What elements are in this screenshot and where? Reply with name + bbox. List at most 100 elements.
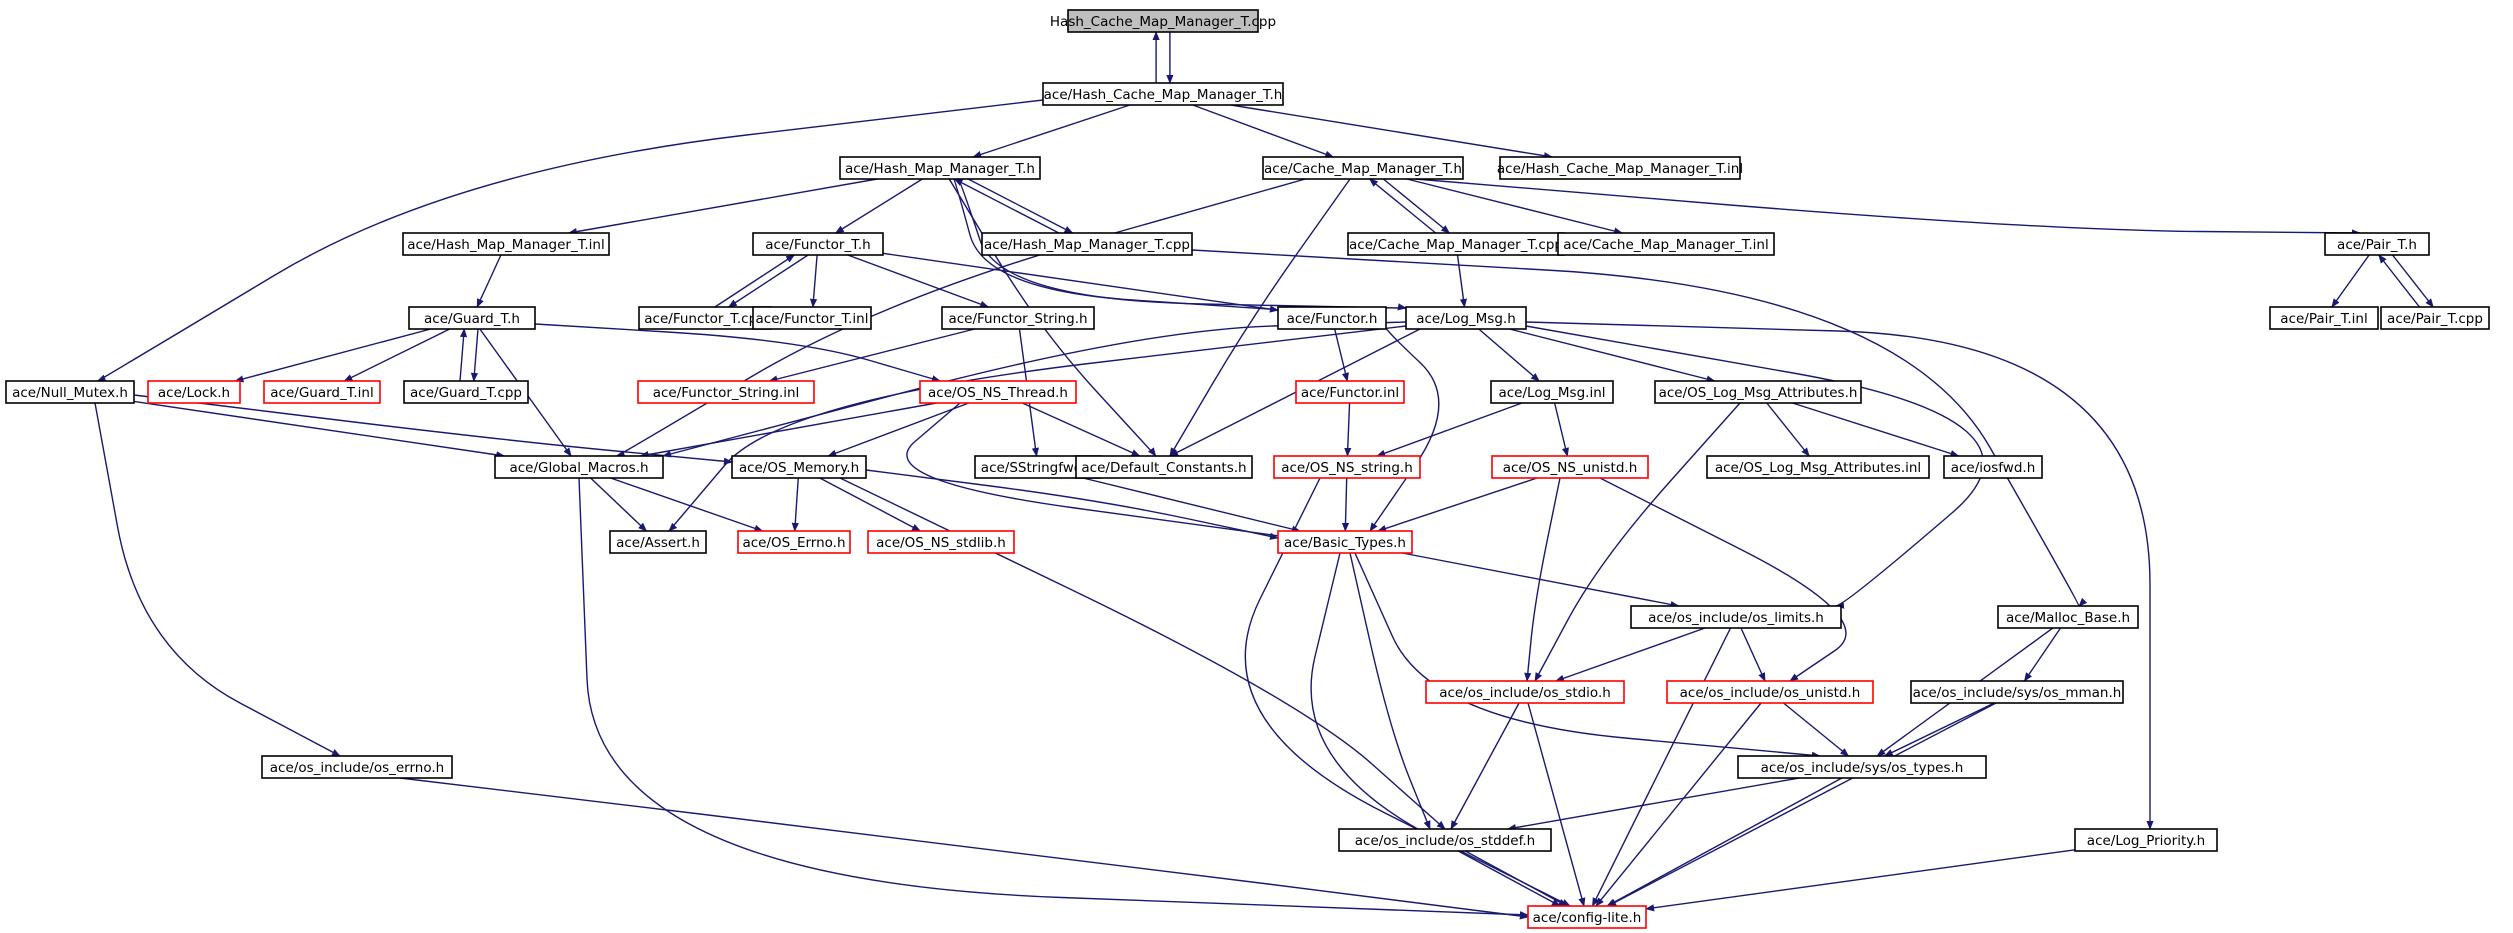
graph-node-os-ns-unistd-h[interactable]: ace/OS_NS_unistd.h — [1491, 455, 1649, 479]
node-box — [263, 380, 381, 404]
edge-os_ns_string_h-to-basic_types_h — [1341, 477, 1350, 532]
node-box — [5, 380, 135, 404]
edge-os_mman_h-to-os_types_h — [1883, 702, 1995, 757]
edge-cmm_cpp-to-cmm_h — [1368, 178, 1437, 234]
graph-node-cmm-h[interactable]: ace/Cache_Map_Manager_T.h — [1262, 156, 1464, 180]
graph-node-pair-inl[interactable]: ace/Pair_T.inl — [2269, 306, 2379, 330]
graph-node-lock-h[interactable]: ace/Lock.h — [147, 380, 241, 404]
graph-node-os-log-msg-attr-inl[interactable]: ace/OS_Log_Msg_Attributes.inl — [1706, 455, 1930, 479]
edge-os_stddef_h-to-config_lite_h — [1464, 850, 1568, 907]
node-box — [408, 306, 536, 330]
edge-hmm_h-to-hmm_cpp — [967, 178, 1074, 234]
graph-node-functor-t-h[interactable]: ace/Functor_T.h — [752, 232, 884, 256]
graph-node-null-mutex-h[interactable]: ace/Null_Mutex.h — [5, 380, 135, 404]
graph-node-root[interactable]: Hash_Cache_Map_Manager_T.cpp — [1050, 9, 1276, 33]
node-box — [752, 306, 872, 330]
graph-node-pair-h[interactable]: ace/Pair_T.h — [2324, 232, 2430, 256]
graph-node-guard-cpp[interactable]: ace/Guard_T.cpp — [403, 380, 529, 404]
graph-node-iosfwd-h[interactable]: ace/iosfwd.h — [1943, 455, 2043, 479]
graph-node-global-macros-h[interactable]: ace/Global_Macros.h — [494, 455, 664, 479]
node-box — [737, 530, 851, 554]
node-box — [1425, 680, 1625, 704]
graph-node-cmm-cpp[interactable]: ace/Cache_Map_Manager_T.cpp — [1347, 232, 1565, 256]
edge-pair_h-to-pair_inl — [2331, 254, 2370, 308]
node-label: ace/Pair_T.cpp — [2387, 311, 2483, 327]
node-label: ace/Functor.inl — [1301, 385, 1399, 401]
graph-node-hcmm-h[interactable]: ace/Hash_Cache_Map_Manager_T.h — [1042, 82, 1284, 106]
graph-node-guard-inl[interactable]: ace/Guard_T.inl — [263, 380, 381, 404]
graph-node-basic-types-h[interactable]: ace/Basic_Types.h — [1277, 530, 1413, 554]
graph-node-default-constants-h[interactable]: ace/Default_Constants.h — [1075, 455, 1253, 479]
edge-os_mman_h-to-config_lite_h — [1607, 702, 1997, 907]
node-box — [1499, 156, 1741, 180]
graph-node-hmm-inl[interactable]: ace/Hash_Map_Manager_T.inl — [402, 232, 610, 256]
node-label: ace/config-lite.h — [1533, 910, 1642, 926]
node-box — [2074, 828, 2218, 852]
node-label: ace/os_include/sys/os_mman.h — [1913, 685, 2122, 701]
edge-os_memory_h-to-os_ns_stdlib_h — [819, 477, 921, 532]
node-label: ace/Global_Macros.h — [509, 460, 648, 476]
graph-node-os-memory-h[interactable]: ace/OS_Memory.h — [731, 455, 867, 479]
graph-node-os-ns-stdlib-h[interactable]: ace/OS_NS_stdlib.h — [867, 530, 1015, 554]
node-label: ace/OS_Errno.h — [742, 535, 845, 551]
graph-node-log-priority-h[interactable]: ace/Log_Priority.h — [2074, 828, 2218, 852]
node-label: ace/Cache_Map_Manager_T.h — [1264, 161, 1462, 177]
node-label: ace/os_include/os_errno.h — [270, 760, 444, 776]
graph-node-assert-h[interactable]: ace/Assert.h — [609, 530, 707, 554]
node-box — [839, 156, 1041, 180]
graph-node-hmm-cpp[interactable]: ace/Hash_Map_Manager_T.cpp — [981, 232, 1193, 256]
graph-node-os-stdio-h[interactable]: ace/os_include/os_stdio.h — [1425, 680, 1625, 704]
graph-node-sstringfwd-h[interactable]: ace/SStringfwd.h — [974, 455, 1102, 479]
graph-node-os-mman-h[interactable]: ace/os_include/sys/os_mman.h — [1910, 680, 2124, 704]
graph-node-functor-h[interactable]: ace/Functor.h — [1277, 306, 1387, 330]
edge-basic_types_h-to-config_lite_h — [1310, 552, 1561, 907]
edge-os_log_msg_attr_h-to-os_stdio_h — [1534, 402, 1741, 682]
graph-node-functor-t-inl[interactable]: ace/Functor_T.inl — [752, 306, 872, 330]
edge-functor_t_cpp-to-functor_t_h — [714, 254, 796, 308]
edge-hcmm_h-to-hcmm_inl — [1230, 104, 1553, 160]
graph-node-os-errno-inc-h[interactable]: ace/os_include/os_errno.h — [261, 755, 453, 779]
graph-node-os-limits-h[interactable]: ace/os_include/os_limits.h — [1630, 605, 1842, 629]
edge-basic_types_h-to-os_stddef_h — [1349, 552, 1431, 830]
graph-node-functor-string-h[interactable]: ace/Functor_String.h — [941, 306, 1095, 330]
node-box — [1910, 680, 2124, 704]
edge-log_msg_h-to-os_limits_h — [1525, 325, 1984, 609]
node-box — [1997, 605, 2139, 629]
edge-log_msg_h-to-assert_h — [668, 325, 1407, 532]
graph-node-os-types-h[interactable]: ace/os_include/sys/os_types.h — [1737, 755, 1987, 779]
graph-node-os-ns-thread-h[interactable]: ace/OS_NS_Thread.h — [919, 380, 1077, 404]
graph-node-os-log-msg-attr-h[interactable]: ace/OS_Log_Msg_Attributes.h — [1654, 380, 1862, 404]
graph-node-functor-string-inl[interactable]: ace/Functor_String.inl — [637, 380, 815, 404]
graph-node-log-msg-h[interactable]: ace/Log_Msg.h — [1405, 306, 1527, 330]
graph-node-malloc-base-h[interactable]: ace/Malloc_Base.h — [1997, 605, 2139, 629]
node-box — [1405, 306, 1527, 330]
node-label: ace/Functor_T.h — [765, 237, 870, 253]
edge-os_memory_h-to-os_errno_h — [791, 477, 799, 532]
graph-node-pair-cpp[interactable]: ace/Pair_T.cpp — [2380, 306, 2490, 330]
graph-node-os-errno-h[interactable]: ace/OS_Errno.h — [737, 530, 851, 554]
graph-node-config-lite-h[interactable]: ace/config-lite.h — [1527, 905, 1647, 929]
node-label: ace/Pair_T.h — [2337, 237, 2417, 253]
edge-log_msg_h-to-log_msg_inl — [1478, 328, 1540, 382]
graph-node-os-stddef-h[interactable]: ace/os_include/os_stddef.h — [1338, 828, 1552, 852]
edge-basic_types_h-to-os_types_h — [1354, 552, 1821, 759]
graph-node-functor-t-cpp[interactable]: ace/Functor_T.cpp — [638, 306, 772, 330]
node-box — [1277, 530, 1413, 554]
node-box — [1706, 455, 1930, 479]
graph-node-cmm-inl[interactable]: ace/Cache_Map_Manager_T.inl — [1557, 232, 1775, 256]
graph-node-guard-h[interactable]: ace/Guard_T.h — [408, 306, 536, 330]
node-box — [1943, 455, 2043, 479]
edge-guard_h-to-guard_cpp — [470, 328, 479, 382]
edge-functor_h-to-functor_inl — [1333, 328, 1349, 382]
graph-node-os-ns-string-h[interactable]: ace/OS_NS_string.h — [1273, 455, 1421, 479]
node-box — [1262, 156, 1464, 180]
node-label: ace/OS_Log_Msg_Attributes.inl — [1715, 460, 1921, 476]
node-box — [1630, 605, 1842, 629]
graph-node-hcmm-inl[interactable]: ace/Hash_Cache_Map_Manager_T.inl — [1497, 156, 1743, 180]
node-label: ace/OS_Log_Msg_Attributes.h — [1659, 385, 1858, 401]
graph-node-os-unistd-h[interactable]: ace/os_include/os_unistd.h — [1666, 680, 1874, 704]
graph-node-log-msg-inl[interactable]: ace/Log_Msg.inl — [1490, 380, 1614, 404]
graph-node-functor-inl[interactable]: ace/Functor.inl — [1295, 380, 1405, 404]
graph-node-hmm-h[interactable]: ace/Hash_Map_Manager_T.h — [839, 156, 1041, 180]
node-label: ace/Functor_String.inl — [653, 385, 800, 401]
